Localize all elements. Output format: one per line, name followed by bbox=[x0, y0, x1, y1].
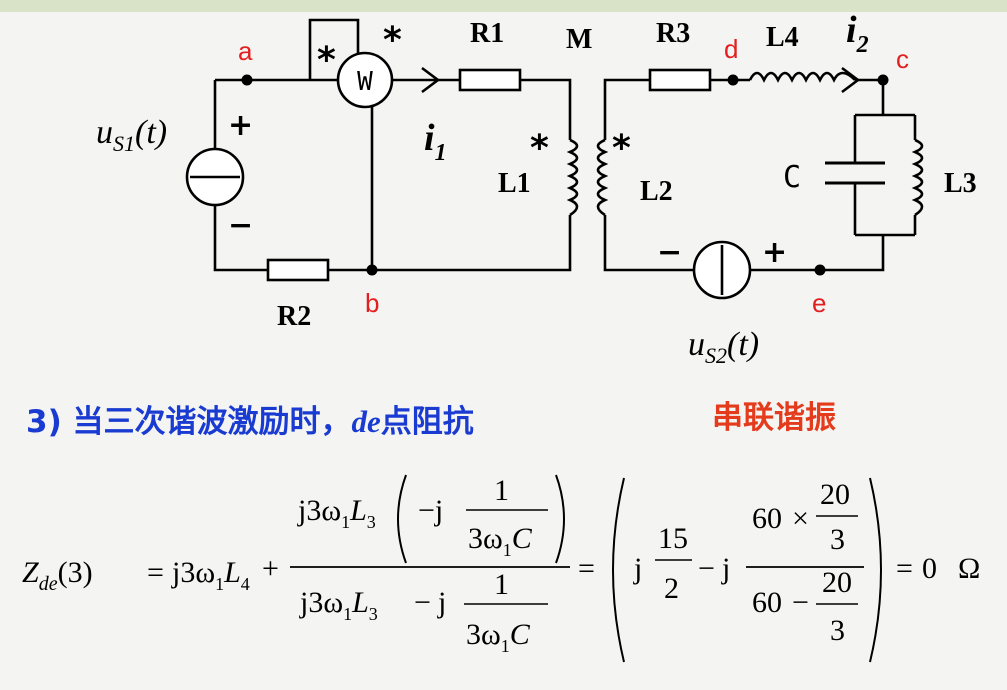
formula-eq-2: = bbox=[578, 552, 595, 585]
wattmeter-label: W bbox=[357, 67, 373, 97]
impedance-formula: Zde(3) = j3ω1L4 + j3ω1L3 −j 1 3ω1C j3ω1L… bbox=[22, 474, 980, 663]
denominator-minus: − bbox=[414, 586, 431, 619]
label-l2: L2 bbox=[640, 176, 673, 207]
rhs-60-top: 60 bbox=[752, 502, 782, 535]
inductor-l2 bbox=[596, 138, 609, 217]
label-us1: uS1(t) bbox=[96, 114, 167, 156]
numerator-den: 3ω1C bbox=[468, 522, 533, 560]
label-i2: i2 bbox=[846, 9, 869, 58]
node-label-a: a bbox=[238, 36, 253, 66]
formula-result: 0 bbox=[922, 552, 937, 585]
arrow-i2 bbox=[841, 66, 861, 94]
node-label-c: c bbox=[896, 44, 909, 74]
node-label-d: d bbox=[724, 34, 738, 64]
arrow-i1 bbox=[421, 66, 441, 94]
inductor-l4 bbox=[748, 71, 856, 83]
star-l2: * bbox=[612, 128, 631, 169]
wire-r1-to-l1 bbox=[520, 78, 572, 140]
formula-lhs: Zde(3) bbox=[22, 556, 93, 595]
formula-eq-3: = bbox=[896, 552, 913, 585]
denominator-j: j bbox=[437, 586, 446, 619]
node-dot-e bbox=[814, 264, 826, 276]
rhs-15: 15 bbox=[658, 522, 688, 555]
star-wattmeter-current: * bbox=[317, 40, 336, 81]
label-r1: R1 bbox=[470, 18, 504, 49]
rhs-times: × bbox=[792, 502, 809, 535]
rhs-20-top: 20 bbox=[820, 478, 850, 511]
us2-plus: + bbox=[762, 235, 787, 270]
inductor-l1 bbox=[566, 138, 579, 217]
label-r3: R3 bbox=[656, 18, 690, 49]
denominator-term: j3ω1L3 bbox=[299, 586, 378, 624]
wattmeter-circle bbox=[336, 51, 394, 109]
wire-l2-to-r3 bbox=[603, 78, 650, 140]
denominator-one: 1 bbox=[494, 568, 509, 601]
numerator-one: 1 bbox=[494, 474, 509, 507]
circuit-diagram: W a b d c e R1 M R3 L4 L1 L2 L3 R2 C * *… bbox=[96, 9, 977, 368]
node-dot-a bbox=[241, 74, 253, 86]
us1-minus: − bbox=[228, 208, 253, 243]
formula-term-l4: j3ω1L4 bbox=[171, 556, 250, 594]
us2-minus: − bbox=[657, 235, 682, 270]
node-label-b: b bbox=[365, 288, 379, 318]
label-l3: L3 bbox=[944, 168, 977, 199]
formula-unit: Ω bbox=[958, 552, 980, 585]
denominator-den: 3ω1C bbox=[466, 618, 531, 656]
resistor-r1 bbox=[458, 68, 522, 92]
wire-l2-bottom bbox=[603, 215, 695, 272]
statement-line: 3) 当三次谐波激励时，de点阻抗 bbox=[26, 404, 474, 440]
inductor-l3 bbox=[911, 138, 924, 217]
rhs-3-bottom: 3 bbox=[830, 614, 845, 647]
rhs-paren-right bbox=[869, 477, 882, 663]
label-m: M bbox=[566, 24, 592, 55]
rhs-minus: − bbox=[698, 552, 715, 585]
numerator-paren-left bbox=[397, 474, 407, 564]
wire-left-bottom bbox=[213, 205, 268, 272]
label-r2: R2 bbox=[277, 301, 311, 332]
node-dot-c bbox=[877, 74, 889, 86]
wire-l4-to-c bbox=[855, 78, 885, 115]
formula-plus: + bbox=[262, 552, 279, 585]
wire-voltage-coil-loop bbox=[308, 18, 360, 80]
formula-eq-1: = bbox=[147, 556, 164, 589]
wire-us2-to-e bbox=[750, 235, 885, 272]
label-i1: i1 bbox=[424, 117, 447, 166]
node-dot-d bbox=[727, 74, 739, 86]
label-l4: L4 bbox=[766, 22, 799, 53]
rhs-j-2: j bbox=[721, 552, 730, 585]
rhs-paren-left bbox=[612, 477, 625, 663]
resistor-r2 bbox=[266, 258, 330, 282]
decorative-leaf-band bbox=[0, 0, 1007, 12]
us1-plus: + bbox=[228, 108, 253, 143]
rhs-60-bottom: 60 bbox=[752, 586, 782, 619]
numerator-term: j3ω1L3 bbox=[297, 494, 376, 532]
label-c: C bbox=[783, 160, 801, 195]
node-dot-b bbox=[366, 264, 378, 276]
wire-bottom-b bbox=[328, 215, 572, 272]
label-l1: L1 bbox=[498, 168, 531, 199]
label-us2: uS2(t) bbox=[688, 326, 759, 368]
star-wattmeter-voltage: * bbox=[383, 20, 402, 61]
rhs-3-top: 3 bbox=[830, 523, 845, 556]
resonance-note: 串联谐振 bbox=[712, 400, 836, 436]
rhs-minus-bottom: − bbox=[792, 586, 809, 619]
numerator-paren-right bbox=[555, 474, 565, 564]
numerator-mj: −j bbox=[418, 494, 443, 527]
node-label-e: e bbox=[812, 288, 826, 318]
rhs-j-1: j bbox=[633, 552, 642, 585]
resistor-r3 bbox=[648, 68, 712, 92]
rhs-20-bottom: 20 bbox=[822, 566, 852, 599]
rhs-2: 2 bbox=[664, 572, 679, 605]
star-l1: * bbox=[530, 128, 549, 169]
